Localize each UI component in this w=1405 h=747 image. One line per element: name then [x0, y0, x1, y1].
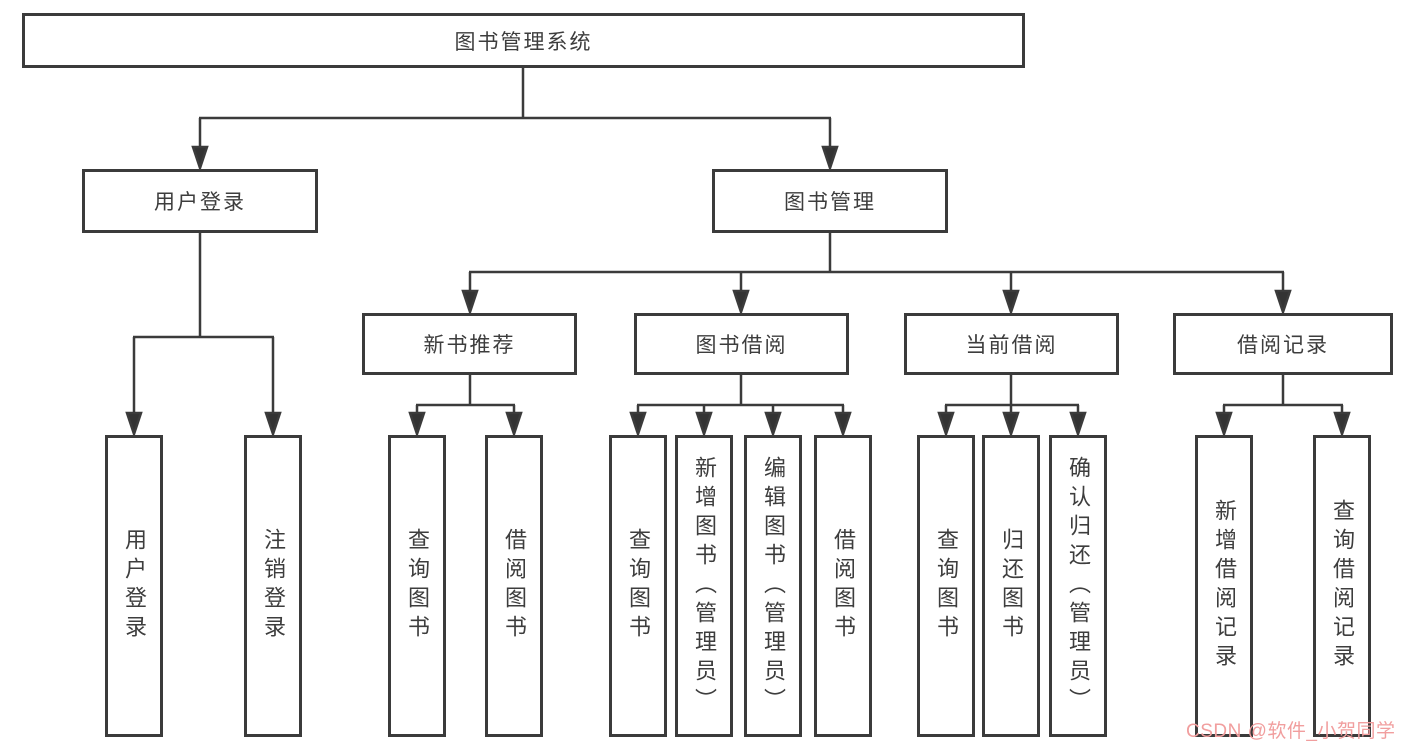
node-book-mgmt: 图书管理	[712, 169, 948, 233]
leaf-borrow-books: 借阅图书	[814, 435, 872, 737]
node-user-login: 用户登录	[82, 169, 318, 233]
leaf-label: 确认归还（管理员）	[1066, 455, 1091, 717]
leaf-confirm-return-admin: 确认归还（管理员）	[1049, 435, 1107, 737]
leaf-add-borrow-record: 新增借阅记录	[1195, 435, 1253, 737]
leaf-query-books: 查询图书	[388, 435, 446, 737]
node-label: 图书借阅	[695, 334, 788, 357]
connector-book-borrow	[629, 375, 852, 438]
leaf-logout: 注销登录	[244, 435, 302, 737]
leaf-borrow-books: 借阅图书	[485, 435, 543, 737]
leaf-label: 新增借阅记录	[1212, 499, 1237, 673]
node-borrow-records: 借阅记录	[1173, 313, 1393, 375]
leaf-label: 借阅图书	[502, 528, 527, 644]
leaf-query-borrow-record: 查询借阅记录	[1313, 435, 1371, 737]
node-label: 新书推荐	[423, 334, 516, 357]
leaf-label: 借阅图书	[831, 528, 856, 644]
leaf-label: 归还图书	[999, 528, 1024, 644]
node-label: 当前借阅	[965, 334, 1058, 357]
node-label: 用户登录	[154, 191, 246, 214]
csdn-watermark: CSDN @软件_小贺同学	[1186, 721, 1396, 742]
leaf-query-books: 查询图书	[609, 435, 667, 737]
node-label: 借阅记录	[1237, 334, 1329, 357]
node-root-label: 图书管理系统	[454, 30, 593, 54]
leaf-label: 查询借阅记录	[1330, 499, 1355, 673]
node-label: 图书管理	[784, 191, 876, 214]
connector-user-login	[125, 233, 282, 438]
node-root: 图书管理系统	[22, 13, 1025, 68]
leaf-add-books-admin: 新增图书（管理员）	[675, 435, 733, 737]
node-current-borrow: 当前借阅	[904, 313, 1119, 375]
leaf-label: 用户登录	[122, 528, 147, 644]
connector-new-books	[408, 375, 523, 438]
leaf-label: 新增图书（管理员）	[692, 455, 717, 717]
connector-borrow-records	[1215, 375, 1351, 438]
leaf-edit-books-admin: 编辑图书（管理员）	[744, 435, 802, 737]
leaf-label: 查询图书	[934, 528, 959, 644]
leaf-user-login: 用户登录	[105, 435, 163, 737]
node-book-borrow: 图书借阅	[634, 313, 849, 375]
leaf-return-books: 归还图书	[982, 435, 1040, 737]
leaf-label: 注销登录	[261, 528, 286, 644]
leaf-label: 查询图书	[626, 528, 651, 644]
leaf-query-books: 查询图书	[917, 435, 975, 737]
connector-current-borrow	[937, 375, 1087, 438]
connector-root	[191, 68, 839, 172]
node-new-books: 新书推荐	[362, 313, 577, 375]
leaf-label: 查询图书	[405, 528, 430, 644]
leaf-label: 编辑图书（管理员）	[761, 455, 786, 717]
connector-book-mgmt	[461, 233, 1292, 316]
